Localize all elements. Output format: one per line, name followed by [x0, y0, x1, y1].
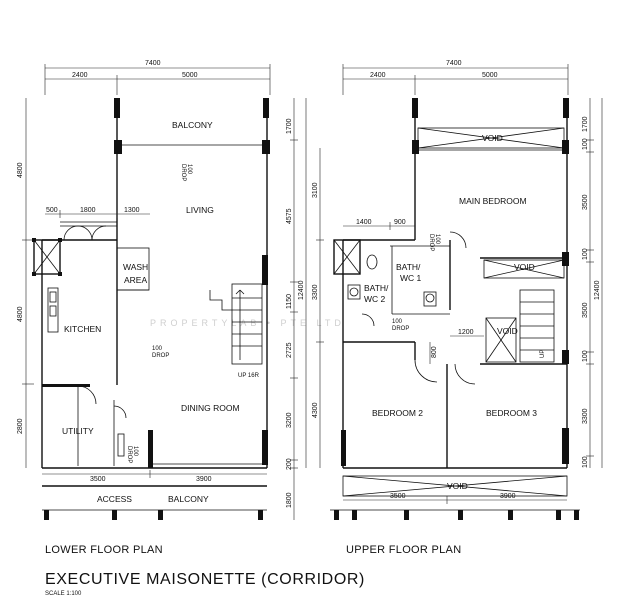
drawing-title: EXECUTIVE MAISONETTE (CORRIDOR): [45, 571, 365, 588]
lower-floor-plan: 7400 2400 5000 4800 4800 2800 1700 4575 …: [17, 60, 307, 520]
room-void-stair: VOID: [497, 326, 518, 336]
dim-lower-right-6: 200: [286, 458, 293, 470]
dim-lower-left-2: 4800: [17, 306, 24, 322]
dim-upper-top-left: 2400: [370, 72, 386, 79]
dim-lower-bottom-left: 3500: [90, 476, 106, 483]
dim-upper-left-3: 4300: [312, 402, 319, 418]
dim-lower-right-2: 4575: [286, 208, 293, 224]
dim-lower-right-5: 3200: [286, 412, 293, 428]
dim-upper-mid-a: 1400: [356, 219, 372, 226]
dim-lower-right-4: 2725: [286, 342, 293, 358]
room-bath-wc1-line1: BATH/: [396, 262, 421, 272]
dim-upper-right-5: 3500: [582, 302, 589, 318]
dim-upper-top-right: 5000: [482, 72, 498, 79]
lower-drop-kitchen-1: 100: [152, 346, 163, 352]
dim-lower-mid-a: 500: [46, 207, 58, 214]
dim-lower-left-3: 2800: [17, 418, 24, 434]
dim-lower-right-3: 1150: [286, 294, 293, 309]
room-bedroom-3: BEDROOM 3: [486, 408, 537, 418]
dim-upper-right-8: 100: [582, 456, 589, 468]
dim-lower-right-1: 1700: [286, 118, 293, 134]
dim-upper-top-total: 7400: [446, 60, 462, 67]
dim-lower-bottom-right: 3900: [196, 476, 212, 483]
dim-upper-right-4: 100: [582, 248, 589, 260]
upper-drop-a-1: 100: [434, 234, 440, 245]
dim-lower-left-1: 4800: [17, 162, 24, 178]
room-utility: UTILITY: [62, 426, 94, 436]
dim-upper-right-1: 1700: [582, 116, 589, 132]
room-bath-wc2-line2: WC 2: [364, 294, 386, 304]
dim-lower-top-total: 7400: [145, 60, 161, 67]
dim-upper-right-7: 3300: [582, 408, 589, 424]
dim-lower-top-right: 5000: [182, 72, 198, 79]
lower-drop-entry-2: DROP: [126, 446, 132, 463]
room-balcony: BALCONY: [172, 120, 213, 130]
upper-drop-b-2: DROP: [392, 326, 409, 332]
dim-lower-right-total: 12400: [298, 280, 305, 300]
room-living: LIVING: [186, 205, 214, 215]
dim-upper-left-2: 3300: [312, 284, 319, 300]
upper-drop-b-1: 100: [392, 319, 403, 325]
room-bath-wc2-line1: BATH/: [364, 283, 389, 293]
room-bedroom-2: BEDROOM 2: [372, 408, 423, 418]
dim-upper-left-1: 3100: [312, 182, 319, 198]
dim-lower-top-left: 2400: [72, 72, 88, 79]
lower-drop-top-2: DROP: [180, 164, 186, 181]
lower-drop-top-1: 100: [186, 164, 192, 175]
upper-floor-plan: 7400 2400 5000 3100 3300 4300 1700 100 3…: [312, 60, 603, 520]
caption-lower-floor-plan: LOWER FLOOR PLAN: [45, 544, 163, 556]
dim-upper-inner-b: 800: [431, 346, 438, 358]
lower-drop-kitchen-2: DROP: [152, 353, 169, 359]
caption-upper-floor-plan: UPPER FLOOR PLAN: [346, 544, 461, 556]
watermark: PROPERTYLAB • PTE LTD: [150, 318, 345, 328]
dim-lower-mid-b: 1800: [80, 207, 96, 214]
dim-lower-right-7: 1800: [286, 492, 293, 508]
dim-upper-inner-a: 1200: [458, 329, 474, 336]
room-bath-wc1-line2: WC 1: [400, 273, 422, 283]
dim-upper-right-6: 100: [582, 350, 589, 362]
room-access-balcony-1: ACCESS: [97, 494, 132, 504]
room-dining-room: DINING ROOM: [181, 403, 240, 413]
upper-stair-label: UP: [540, 350, 546, 358]
upper-drop-a-2: DROP: [428, 234, 434, 251]
lower-drop-entry-1: 100: [132, 446, 138, 457]
drawing-scale: SCALE 1:100: [45, 591, 82, 597]
lower-stair-label: UP 16R: [238, 373, 260, 379]
dim-upper-bottom-left: 3500: [390, 493, 406, 500]
room-wash-area-line2: AREA: [124, 275, 147, 285]
room-void-bottom: VOID: [447, 481, 468, 491]
room-void-mid: VOID: [514, 262, 535, 272]
room-wash-area-line1: WASH: [123, 262, 148, 272]
room-kitchen: KITCHEN: [64, 324, 101, 334]
dim-upper-right-3: 3500: [582, 194, 589, 210]
dim-upper-bottom-right: 3900: [500, 493, 516, 500]
room-access-balcony-2: BALCONY: [168, 494, 209, 504]
dim-upper-mid-b: 900: [394, 219, 406, 226]
dim-upper-right-2: 100: [582, 138, 589, 150]
room-void-top: VOID: [482, 133, 503, 143]
room-main-bedroom: MAIN BEDROOM: [459, 196, 527, 206]
dim-upper-right-total: 12400: [594, 280, 601, 300]
dim-lower-mid-c: 1300: [124, 207, 140, 214]
